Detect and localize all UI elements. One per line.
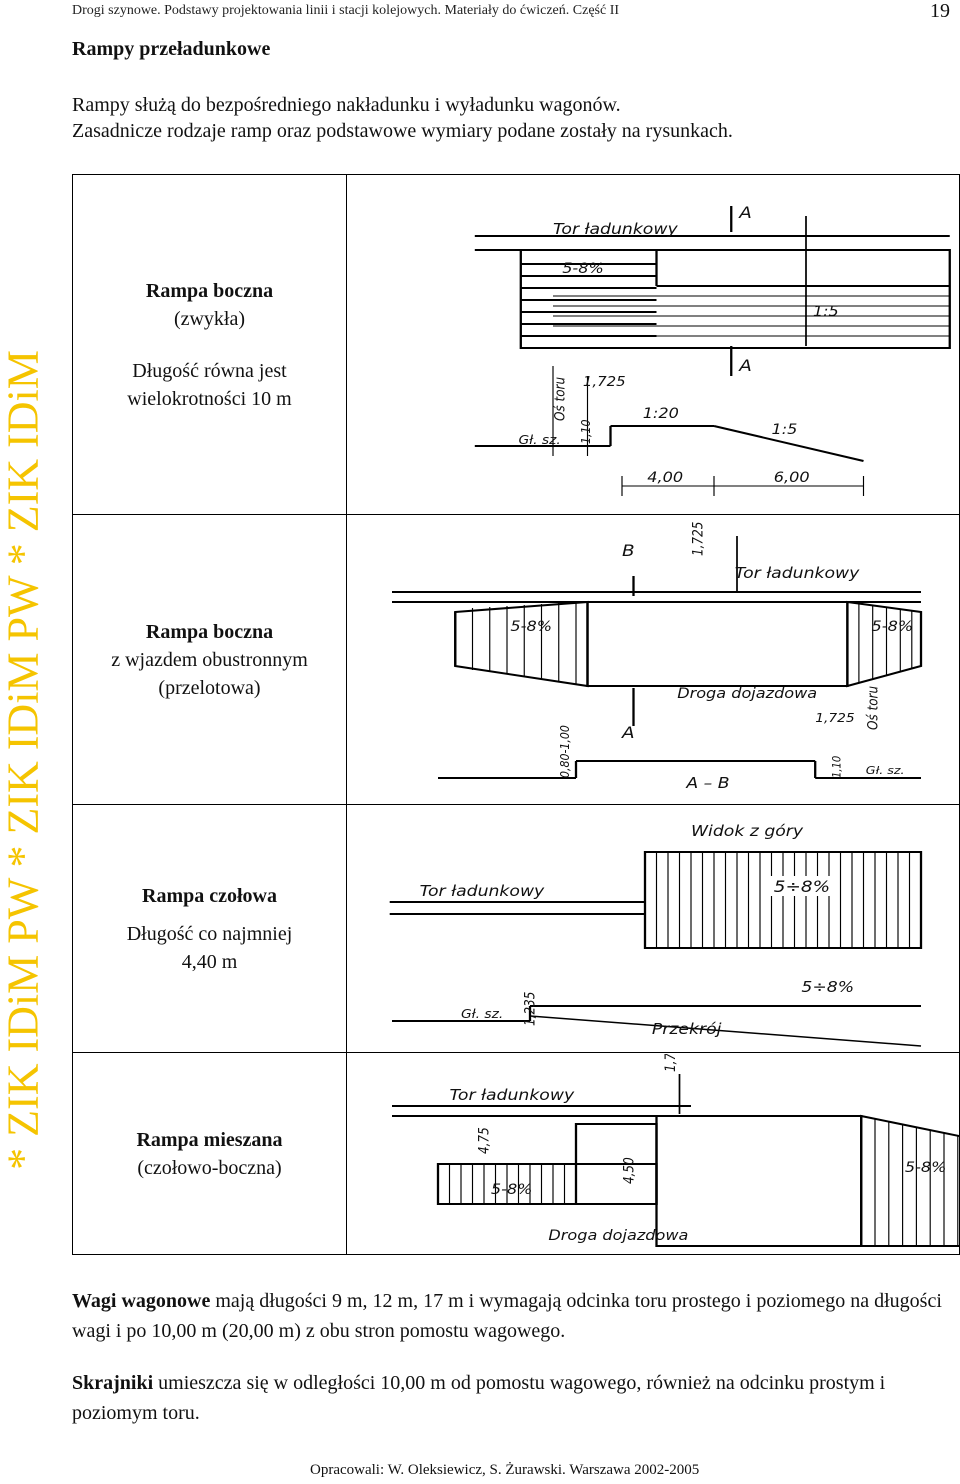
fig2-track: Tor ładunkowy [735, 564, 860, 582]
fig2-dim2: 1,725 [815, 711, 854, 725]
fig3-gl: Gł. sz. [461, 1007, 503, 1021]
ramp-figure: Widok z góry Tor ładunkowy 5÷8% 5÷8% Gł.… [346, 804, 960, 1053]
fig1-section-a: A [738, 204, 752, 223]
fig1-axis: Oś toru [553, 376, 569, 420]
fig2-road: Droga dojazdowa [677, 685, 817, 702]
fig4-dim: 1,725 [663, 1054, 679, 1072]
ramp-label: Rampa boczna z wjazdem obustronnym (prze… [72, 514, 347, 805]
ramp-note: Długość co najmniej [126, 922, 293, 945]
fig3-section: Przekrój [652, 1020, 722, 1038]
figure-through-ramp: B 1,725 Tor ładunkowy 5-8% 5-8% Droga do… [391, 521, 923, 792]
fig1-gl: Gł. sz. [519, 433, 561, 447]
intro: Rampy służą do bezpośredniego nakładunku… [72, 92, 932, 144]
fig3-track: Tor ładunkowy [420, 882, 545, 900]
fig4-w1: 4,75 [477, 1127, 493, 1154]
ramp-note: (przelotowa) [158, 676, 261, 699]
fig4-w2: 4,50 [622, 1157, 638, 1184]
paragraph-bold: Skrajniki [72, 1372, 154, 1394]
ramp-title: Rampa czołowa [142, 884, 277, 907]
section-title: Rampy przeładunkowe [72, 38, 271, 60]
intro-line: Zasadnicze rodzaje ramp oraz podstawowe … [72, 120, 733, 142]
ramp-title: Rampa boczna [145, 279, 274, 302]
paragraph-markers: Skrajniki umieszcza się w odległości 10,… [72, 1368, 942, 1428]
fig1-ratio1: 1:5 [813, 303, 839, 320]
ramp-label: Rampa boczna (zwykła) Długość równa jest… [72, 174, 347, 515]
ramp-row: Rampa boczna (zwykła) Długość równa jest… [72, 174, 960, 515]
fig4-slope: 5-8% [491, 1181, 533, 1198]
ramp-label: Rampa czołowa Długość co najmniej 4,40 m [72, 804, 347, 1053]
ramp-table: Rampa boczna (zwykła) Długość równa jest… [72, 174, 960, 1255]
fig2-slope-right: 5-8% [872, 618, 914, 635]
ramp-note: wielokrotności 10 m [127, 387, 292, 410]
paragraph-scales: Wagi wagonowe mają długości 9 m, 12 m, 1… [72, 1286, 942, 1346]
ramp-title: Rampa mieszana [136, 1128, 283, 1151]
fig1-ratio2: 1:20 [643, 405, 679, 422]
ramp-row: Rampa mieszana (czołowo-boczna) [72, 1052, 960, 1255]
ramp-subtitle: (czołowo-boczna) [137, 1156, 282, 1179]
figure-head-ramp: Widok z góry Tor ładunkowy 5÷8% 5÷8% Gł.… [389, 822, 923, 1047]
fig3-slope: 5÷8% [774, 878, 830, 897]
ramp-subtitle: z wjazdem obustronnym [111, 648, 308, 671]
fig1-w1: 4,00 [647, 469, 683, 486]
figure-mixed-ramp: Tor ładunkowy 1,725 4,75 4,50 5-8% 5-8% … [391, 1054, 959, 1247]
paragraph-bold: Wagi wagonowe [72, 1290, 211, 1312]
fig2-dim: 1,725 [691, 521, 707, 555]
watermark: * ZIK IDiM PW * ZIK IDiM PW * ZIK IDiM [0, 40, 48, 1480]
fig1-track: Tor ładunkowy [553, 220, 678, 238]
fig4-track: Tor ładunkowy [450, 1086, 575, 1104]
fig2-h2: 1,10 [830, 755, 844, 777]
fig1-w2: 6,00 [774, 469, 810, 486]
ramp-note: 4,40 m [181, 950, 238, 973]
ramp-label: Rampa mieszana (czołowo-boczna) [72, 1052, 347, 1255]
ramp-row: Rampa boczna z wjazdem obustronnym (prze… [72, 514, 960, 805]
ramp-note: Długość równa jest [132, 359, 287, 382]
fig2-slope-left: 5-8% [510, 618, 552, 635]
fig1-h: 1,10 [578, 419, 593, 443]
fig3-h: 1,235 [523, 991, 539, 1025]
running-header: Drogi szynowe. Podstawy projektowania li… [72, 3, 620, 18]
fig2-axis: Oś toru [866, 685, 882, 729]
figure-side-ramp: Tor ładunkowy A A 5-8% 1:5 Oś toru 1,725… [474, 204, 951, 496]
paragraph-text: umieszcza się w odległości 10,00 m od po… [72, 1372, 886, 1424]
fig3-top-view: Widok z góry [691, 822, 804, 840]
fig2-b: B [622, 542, 635, 561]
paragraph-text: mają długości 9 m, 12 m, 17 m i wymagają… [72, 1290, 942, 1342]
ramp-figure: B 1,725 Tor ładunkowy 5-8% 5-8% Droga do… [346, 514, 960, 805]
fig2-gl: Gł. sz. [866, 763, 905, 776]
fig1-dim1: 1,725 [583, 374, 626, 389]
footer: Opracowali: W. Oleksiewicz, S. Żurawski.… [310, 1462, 700, 1478]
fig4-slope2: 5-8% [905, 1159, 947, 1176]
fig2-section: A – B [685, 774, 729, 792]
ramp-title: Rampa boczna [145, 620, 274, 643]
page-number: 19 [930, 0, 950, 22]
intro-line: Rampy służą do bezpośredniego nakładunku… [72, 94, 621, 116]
fig3-slope2: 5÷8% [801, 978, 854, 996]
fig1-slope: 5-8% [562, 260, 604, 277]
watermark-text: * ZIK IDiM PW * ZIK IDiM PW * ZIK IDiM [0, 350, 48, 1170]
ramp-subtitle: (zwykła) [173, 307, 246, 330]
fig4-road: Droga dojazdowa [548, 1227, 688, 1244]
ramp-figure: Tor ładunkowy A A 5-8% 1:5 Oś toru 1,725… [346, 174, 960, 515]
fig2-h: 0,80-1,00 [557, 725, 572, 778]
fig1-section-a2: A [738, 357, 752, 376]
ramp-row: Rampa czołowa Długość co najmniej 4,40 m [72, 804, 960, 1053]
fig2-a: A [621, 724, 635, 743]
ramp-figure: Tor ładunkowy 1,725 4,75 4,50 5-8% 5-8% … [346, 1052, 960, 1255]
fig1-ratio3: 1:5 [772, 421, 798, 438]
